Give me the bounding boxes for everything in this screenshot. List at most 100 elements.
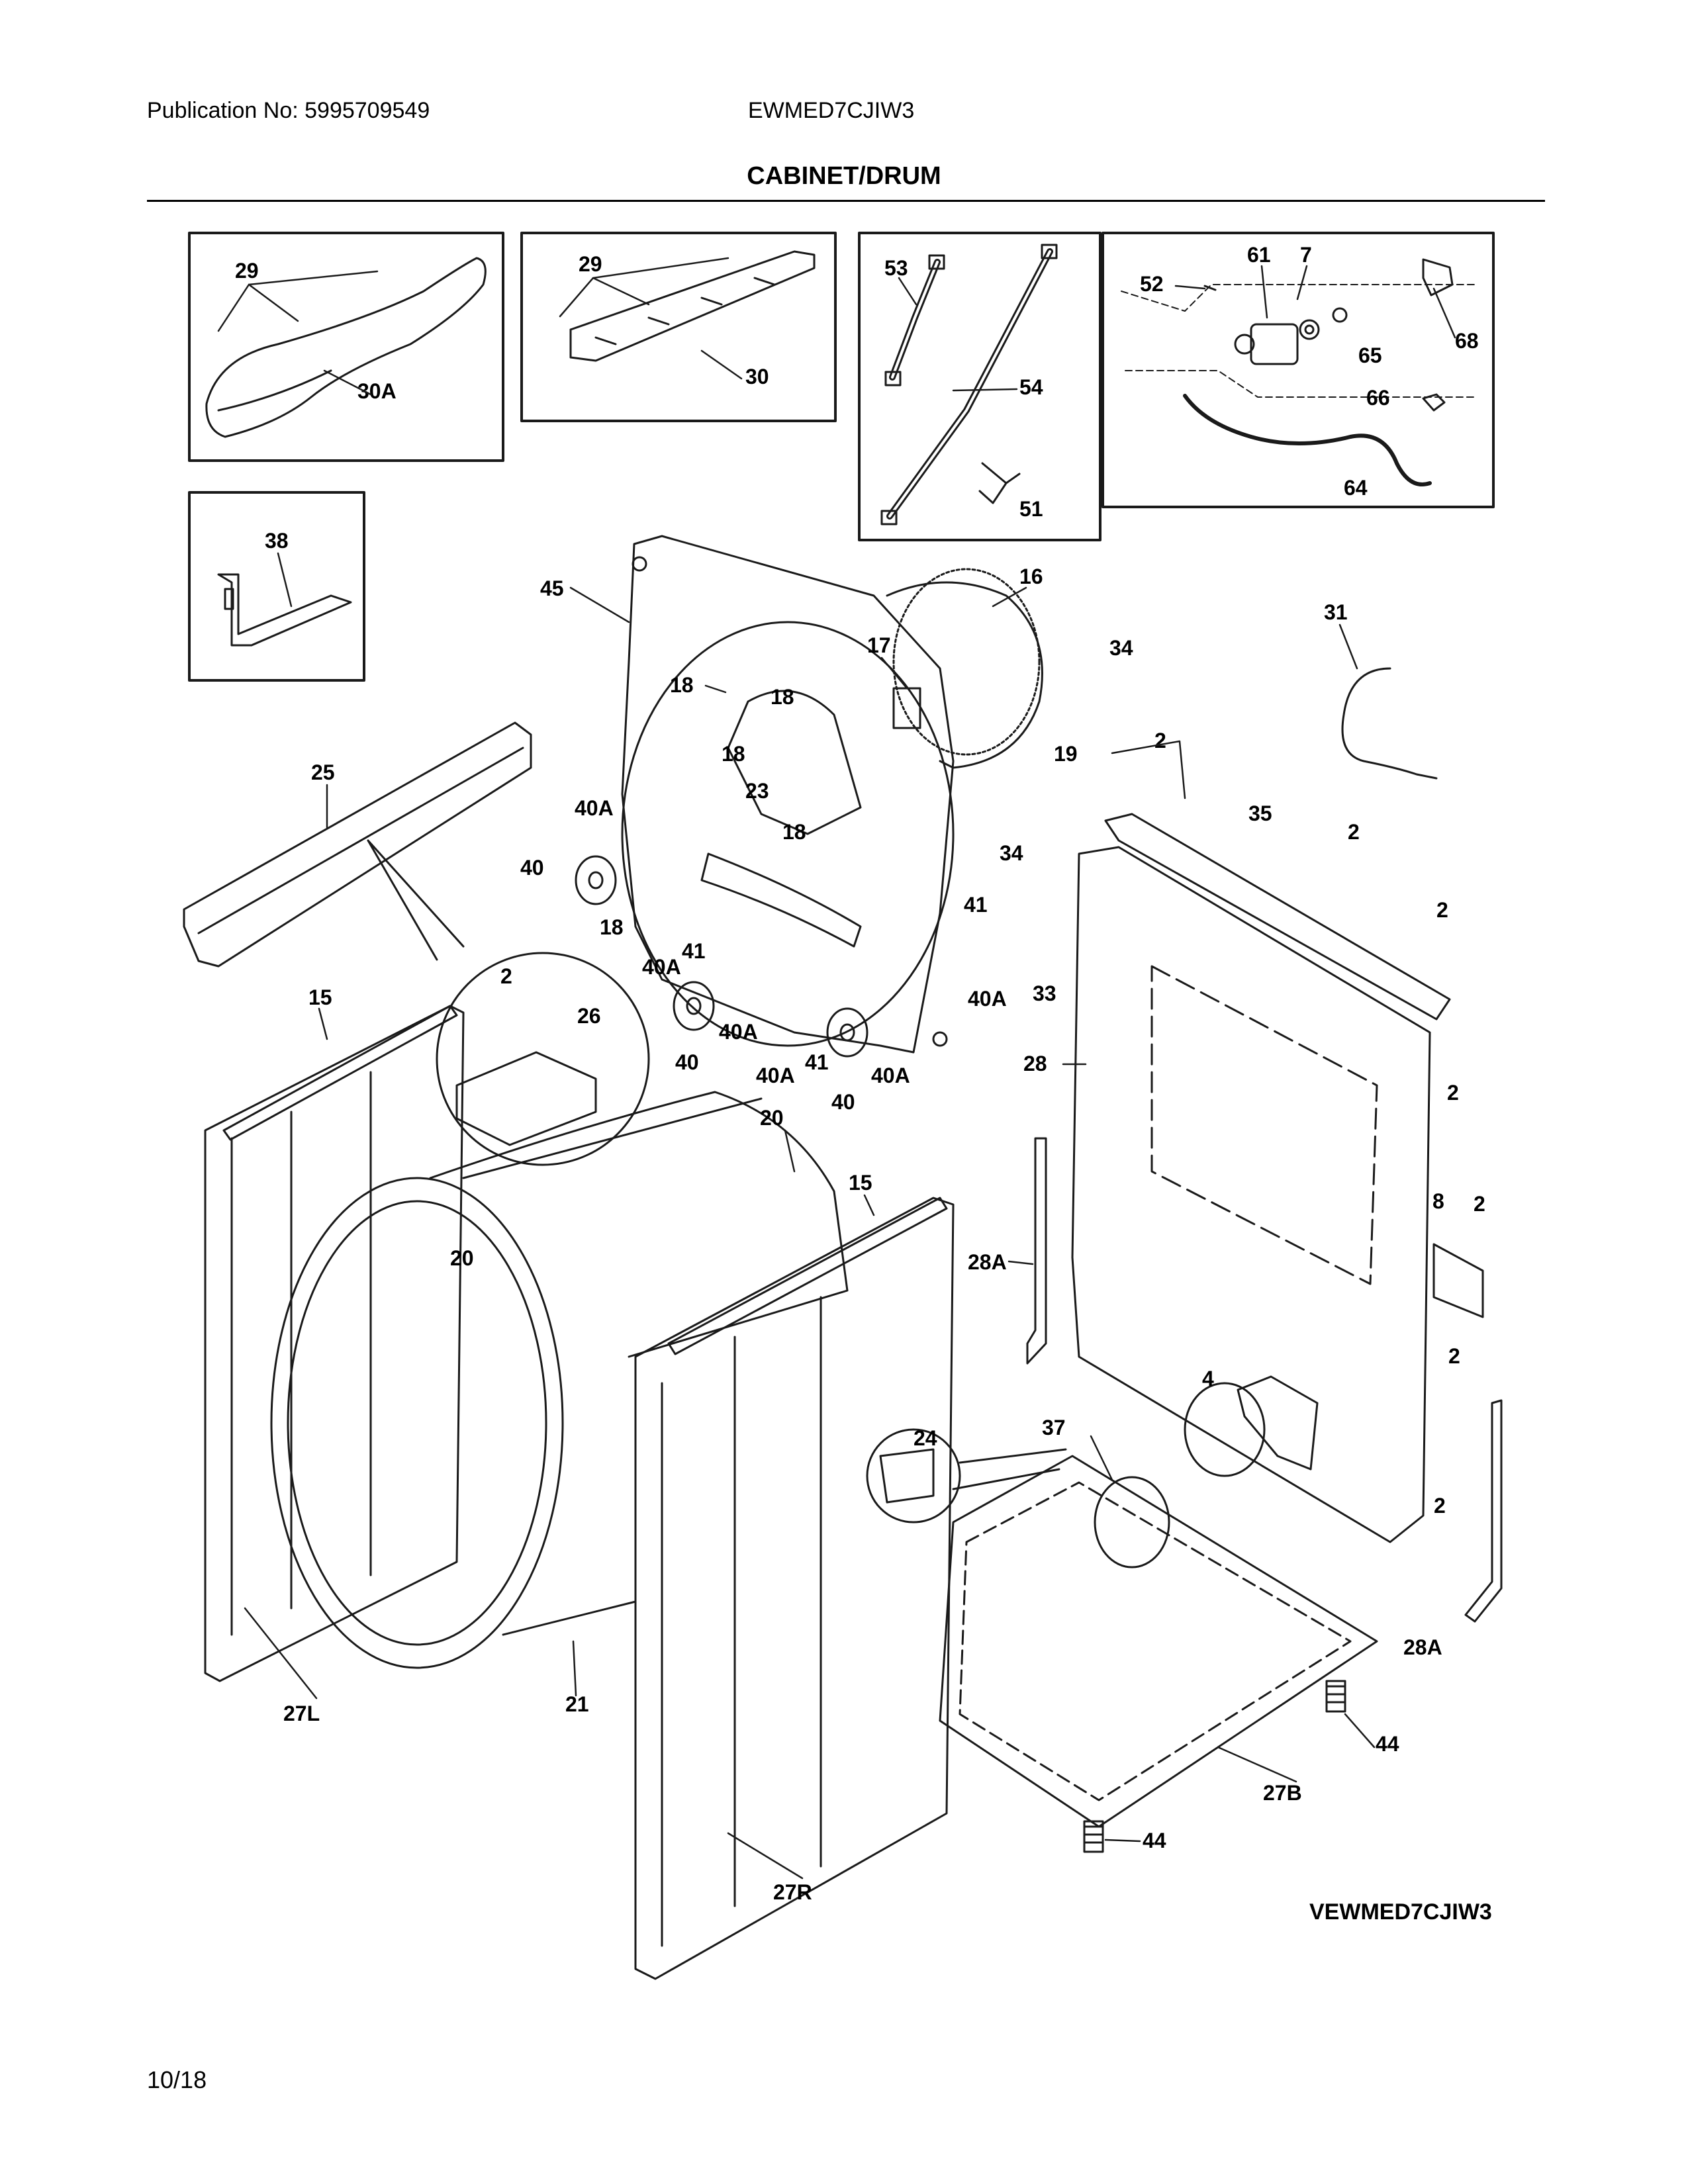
callout-2: 2 [1474, 1192, 1485, 1216]
drum-roller-40-left [575, 855, 617, 905]
callout-24: 24 [914, 1426, 937, 1450]
callout-41: 41 [682, 939, 706, 963]
inset-box-bracket [188, 491, 365, 682]
model-number: EWMED7CJIW3 [748, 98, 915, 123]
diagram-code: VEWMED7CJIW3 [1309, 1899, 1492, 1925]
callout-20: 20 [760, 1106, 784, 1130]
part-top-panel-30 [569, 250, 816, 362]
callout-40a: 40A [719, 1020, 758, 1044]
callout-2: 2 [1448, 1344, 1460, 1368]
callout-2: 2 [1436, 898, 1448, 922]
callout-52: 52 [1140, 272, 1164, 296]
callout-20: 20 [450, 1246, 474, 1270]
power-cord-31 [1341, 667, 1438, 780]
side-panel-27l [204, 1005, 465, 1682]
page-title: CABINET/DRUM [747, 162, 941, 190]
vent-collar-37 [1094, 1476, 1170, 1569]
callout-34: 34 [1109, 636, 1133, 660]
callout-28: 28 [1023, 1052, 1047, 1075]
callout-15: 15 [308, 985, 332, 1009]
rear-panel-28 [1071, 813, 1451, 1543]
callout-2: 2 [500, 964, 512, 988]
callout-18: 18 [670, 673, 694, 697]
inset-box-top-panel [520, 232, 837, 422]
callout-66: 66 [1366, 386, 1390, 410]
callout-15: 15 [849, 1171, 872, 1195]
callout-2: 2 [1154, 729, 1166, 752]
callout-labels: 29 30A 29 30 53 54 51 52 61 7 68 65 66 6… [235, 243, 1485, 1904]
callout-40: 40 [675, 1050, 699, 1074]
publication-date: 10/18 [147, 2066, 207, 2093]
callout-28a: 28A [1403, 1635, 1442, 1659]
callout-40: 40 [831, 1090, 855, 1114]
callout-34: 34 [1000, 841, 1023, 865]
bracket-28a-right [1464, 1399, 1503, 1623]
callout-18: 18 [600, 915, 624, 939]
inset-box-hoses [858, 232, 1102, 541]
junction-box-8 [1432, 1243, 1484, 1318]
part-top-trim-30a [205, 257, 487, 438]
water-valve-assembly [1121, 258, 1477, 486]
callout-45: 45 [540, 576, 564, 600]
rail-15-left [222, 1005, 458, 1141]
callout-16: 16 [1019, 565, 1043, 588]
callout-40: 40 [520, 856, 544, 880]
callout-44: 44 [1143, 1829, 1166, 1852]
leveling-leg-44-right [1325, 1680, 1346, 1713]
callout-8: 8 [1432, 1189, 1444, 1213]
callout-37: 37 [1042, 1416, 1066, 1439]
callout-40a: 40A [871, 1064, 910, 1087]
callout-17: 17 [867, 633, 891, 657]
drum-roller-40-right [826, 1007, 868, 1058]
callout-54: 54 [1019, 375, 1043, 399]
exhaust-duct-4 [1237, 1375, 1319, 1471]
rear-bulkhead-45 [621, 535, 955, 1054]
side-panel-27r [634, 1197, 955, 1980]
inset-box-top-panel-trim [188, 232, 504, 462]
callout-29: 29 [579, 252, 602, 276]
publication-number: Publication No: 5995709549 [147, 98, 430, 123]
callout-61: 61 [1247, 243, 1271, 267]
heater-duct-16 [886, 568, 1043, 769]
header-divider [147, 200, 1545, 202]
callout-40a: 40A [575, 796, 614, 820]
callout-68: 68 [1455, 329, 1479, 353]
callout-28a: 28A [968, 1250, 1007, 1274]
callout-33: 33 [1033, 981, 1056, 1005]
callout-41: 41 [964, 893, 988, 917]
top-panel-25 [183, 721, 532, 968]
leveling-leg-44-front [1083, 1820, 1104, 1853]
bracket-28a-left [1026, 1137, 1047, 1365]
callout-35: 35 [1248, 801, 1272, 825]
part-fill-hose-53 [884, 254, 945, 387]
inset-box-water-valve [1102, 232, 1495, 508]
callout-19: 19 [1054, 742, 1078, 766]
callout-4: 4 [1202, 1367, 1214, 1390]
callout-29: 29 [235, 259, 259, 283]
callout-38: 38 [265, 529, 289, 553]
callout-27r: 27R [773, 1880, 812, 1904]
callout-30: 30 [745, 365, 769, 388]
callout-2: 2 [1348, 820, 1360, 844]
callout-18: 18 [722, 742, 745, 766]
callout-65: 65 [1358, 343, 1382, 367]
callout-25: 25 [311, 760, 335, 784]
callout-27l: 27L [283, 1702, 320, 1725]
callout-18: 18 [782, 820, 806, 844]
callout-40a: 40A [756, 1064, 795, 1087]
control-board-callout-26 [367, 839, 650, 1166]
leader-lines [217, 257, 1456, 1880]
callout-64: 64 [1344, 476, 1368, 500]
callout-40a: 40A [642, 955, 681, 979]
part-inlet-hose-54 [880, 244, 1058, 525]
label-callout-24 [866, 1428, 1067, 1524]
callout-53: 53 [884, 256, 908, 280]
callout-7: 7 [1300, 243, 1312, 267]
callout-51: 51 [1019, 497, 1043, 521]
callout-31: 31 [1324, 600, 1348, 624]
base-27b [939, 1455, 1378, 1828]
callout-44: 44 [1376, 1732, 1399, 1756]
callout-40a: 40A [968, 987, 1007, 1011]
callout-23: 23 [745, 779, 769, 803]
